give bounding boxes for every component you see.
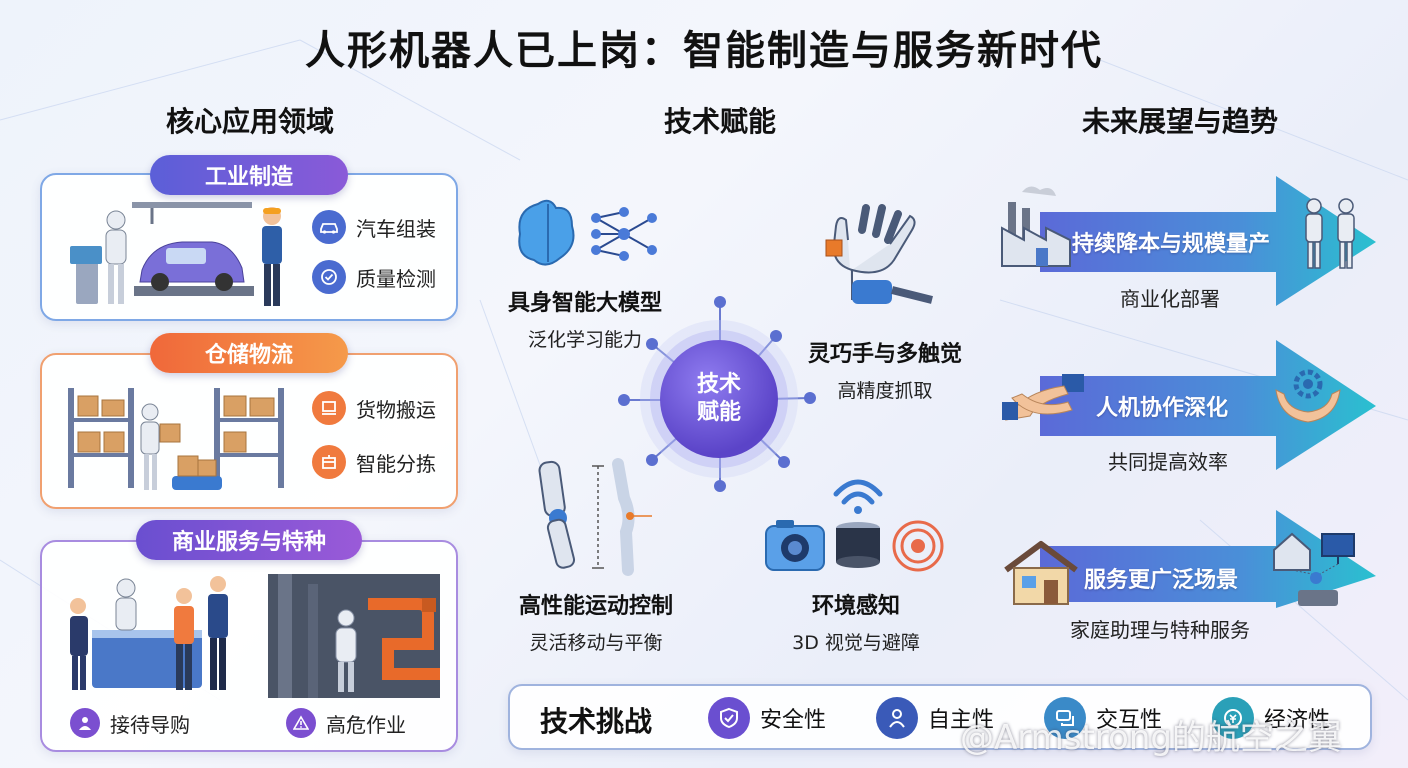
tech-item-embodied-ai: 具身智能大模型 泛化学习能力 xyxy=(490,285,680,352)
column-title-applications: 核心应用领域 xyxy=(165,105,334,138)
challenge-autonomy-label: 自主性 xyxy=(928,708,995,733)
check-badge-icon xyxy=(312,260,346,294)
tech-item-dexterous-hand-title: 灵巧手与多触觉 xyxy=(807,342,962,367)
factory-icon xyxy=(1001,186,1071,267)
tech-hub-line1: 技术 xyxy=(696,372,741,397)
tech-item-embodied-ai-sub: 泛化学习能力 xyxy=(527,329,642,351)
challenge-autonomy: 自主性 xyxy=(876,697,994,739)
service-item-1-label: 接待导购 xyxy=(110,712,190,737)
robot-icon xyxy=(876,697,918,739)
logistics-item-2-label: 智能分拣 xyxy=(356,451,436,476)
tech-item-dexterous-hand: 灵巧手与多触觉 高精度抓取 xyxy=(790,336,980,403)
brain-network-icon xyxy=(518,199,657,266)
tech-item-perception-sub: 3D 视觉与避障 xyxy=(792,632,920,654)
page-title: 人形机器人已上岗：智能制造与服务新时代 xyxy=(305,28,1103,74)
tech-item-dexterous-hand-sub: 高精度抓取 xyxy=(837,380,933,402)
column-title-tech: 技术赋能 xyxy=(663,105,776,138)
tech-hub-line2: 赋能 xyxy=(696,400,741,425)
challenge-safety: 安全性 xyxy=(708,697,826,739)
column-title-future: 未来展望与趋势 xyxy=(1081,105,1278,138)
service-item-1: 接待导购 xyxy=(70,708,190,738)
money-icon xyxy=(1212,697,1254,739)
sensors-icon xyxy=(765,479,944,572)
trend-1-title: 持续降本与规模量产 xyxy=(1072,232,1271,257)
challenge-interaction-label: 交互性 xyxy=(1096,708,1163,733)
industrial-item-1-label: 汽车组装 xyxy=(356,216,436,241)
logistics-item-1: 货物搬运 xyxy=(312,391,436,425)
trend-3-sub: 家庭助理与特种服务 xyxy=(1070,618,1250,642)
industrial-item-2: 质量检测 xyxy=(312,260,436,294)
tech-item-motion-control-title: 高性能运动控制 xyxy=(518,594,673,619)
card-logistics-label: 仓储物流 xyxy=(150,333,348,373)
hazard-scene-illustration xyxy=(268,574,440,698)
tech-item-motion-control: 高性能运动控制 灵活移动与平衡 xyxy=(496,588,696,655)
house-icon xyxy=(1004,541,1078,605)
card-service-label: 商业服务与特种 xyxy=(136,520,362,560)
logistics-scene-illustration xyxy=(68,388,284,490)
warning-icon xyxy=(286,708,316,738)
person-icon xyxy=(70,708,100,738)
card-industrial-label: 工业制造 xyxy=(150,155,348,195)
trend-1-sub: 商业化部署 xyxy=(1120,287,1220,311)
shield-icon xyxy=(708,697,750,739)
tech-item-embodied-ai-title: 具身智能大模型 xyxy=(507,291,662,316)
challenge-interaction: 交互性 xyxy=(1044,697,1162,739)
smart-home-icon xyxy=(1273,532,1355,606)
gear-hands-icon xyxy=(1275,369,1341,423)
challenges-title: 技术挑战 xyxy=(540,705,653,738)
handshake-icon xyxy=(1002,374,1084,421)
service-item-2-label: 高危作业 xyxy=(326,712,406,737)
challenge-economy-label: 经济性 xyxy=(1264,708,1331,733)
trend-3-title: 服务更广泛场景 xyxy=(1084,568,1239,593)
logistics-item-2: 智能分拣 xyxy=(312,445,436,479)
card-logistics xyxy=(40,353,458,509)
watermark: @Armstrong的航空之翼 xyxy=(960,718,1342,758)
tech-item-perception-title: 环境感知 xyxy=(811,594,900,619)
cart-icon xyxy=(312,391,346,425)
challenge-safety-label: 安全性 xyxy=(760,708,827,733)
robot-leg-icon xyxy=(538,458,652,576)
tech-item-perception: 环境感知 3D 视觉与避障 xyxy=(766,588,946,655)
robots-group-icon xyxy=(1305,198,1355,269)
dexterous-hand-icon xyxy=(825,204,933,304)
service-item-2: 高危作业 xyxy=(286,708,406,738)
logistics-item-1-label: 货物搬运 xyxy=(356,397,436,422)
car-icon xyxy=(312,210,346,244)
chat-icon xyxy=(1044,697,1086,739)
industrial-item-1: 汽车组装 xyxy=(312,210,436,244)
package-icon xyxy=(312,445,346,479)
reception-scene-illustration xyxy=(70,576,228,690)
tech-hub: 技术赋能 xyxy=(660,340,778,458)
industrial-item-2-label: 质量检测 xyxy=(356,266,436,291)
industrial-scene-illustration xyxy=(70,202,282,306)
challenge-economy: 经济性 xyxy=(1212,697,1330,739)
trend-2-title: 人机协作深化 xyxy=(1096,396,1229,421)
challenges-bar: 技术挑战 安全性 自主性 交互性 经济性 xyxy=(508,684,1372,750)
trend-2-sub: 共同提高效率 xyxy=(1108,450,1228,474)
tech-item-motion-control-sub: 灵活移动与平衡 xyxy=(529,632,663,654)
